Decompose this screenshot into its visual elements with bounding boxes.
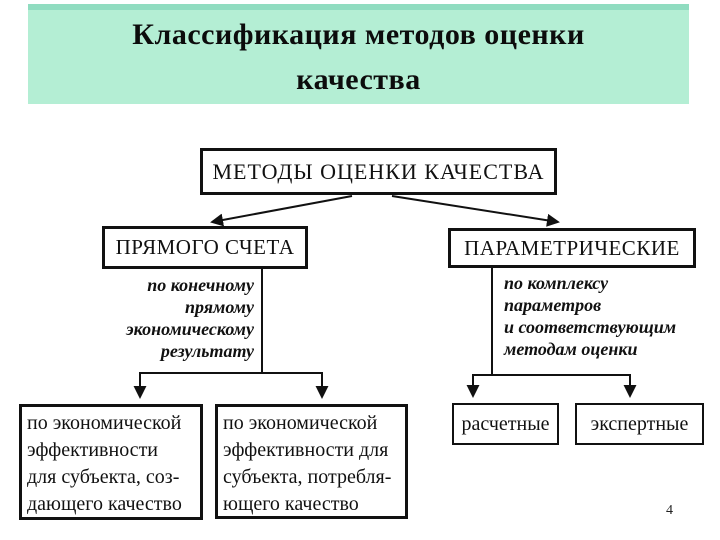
- node-econ-consumer: по экономической эффективности для субъе…: [215, 404, 408, 519]
- node-direct-count-label: ПРЯМОГО СЧЕТА: [115, 235, 295, 259]
- node-parametric-label: ПАРАМЕТРИЧЕСКИЕ: [464, 235, 680, 260]
- node-parametric: ПАРАМЕТРИЧЕСКИЕ: [448, 228, 696, 268]
- page-number: 4: [666, 503, 673, 518]
- node-methods-root-label: МЕТОДЫ ОЦЕНКИ КАЧЕСТВА: [212, 158, 545, 184]
- node-calculated-label: расчетные: [461, 412, 550, 435]
- node-expert-label: экспертные: [590, 412, 689, 435]
- node-direct-count: ПРЯМОГО СЧЕТА: [102, 226, 308, 269]
- note-direct-count: по конечному прямому экономическому резу…: [126, 275, 254, 361]
- node-econ-producer: по экономической эффективности для субъе…: [19, 404, 203, 520]
- node-calculated: расчетные: [452, 403, 559, 445]
- page-title: Классификация методов оценки качества: [132, 18, 585, 96]
- note-parametric: по комплексу параметров и соответствующи…: [504, 273, 677, 359]
- node-methods-root: МЕТОДЫ ОЦЕНКИ КАЧЕСТВА: [200, 148, 557, 195]
- node-expert: экспертные: [575, 403, 704, 445]
- title-banner: Классификация методов оценки качества: [28, 4, 689, 104]
